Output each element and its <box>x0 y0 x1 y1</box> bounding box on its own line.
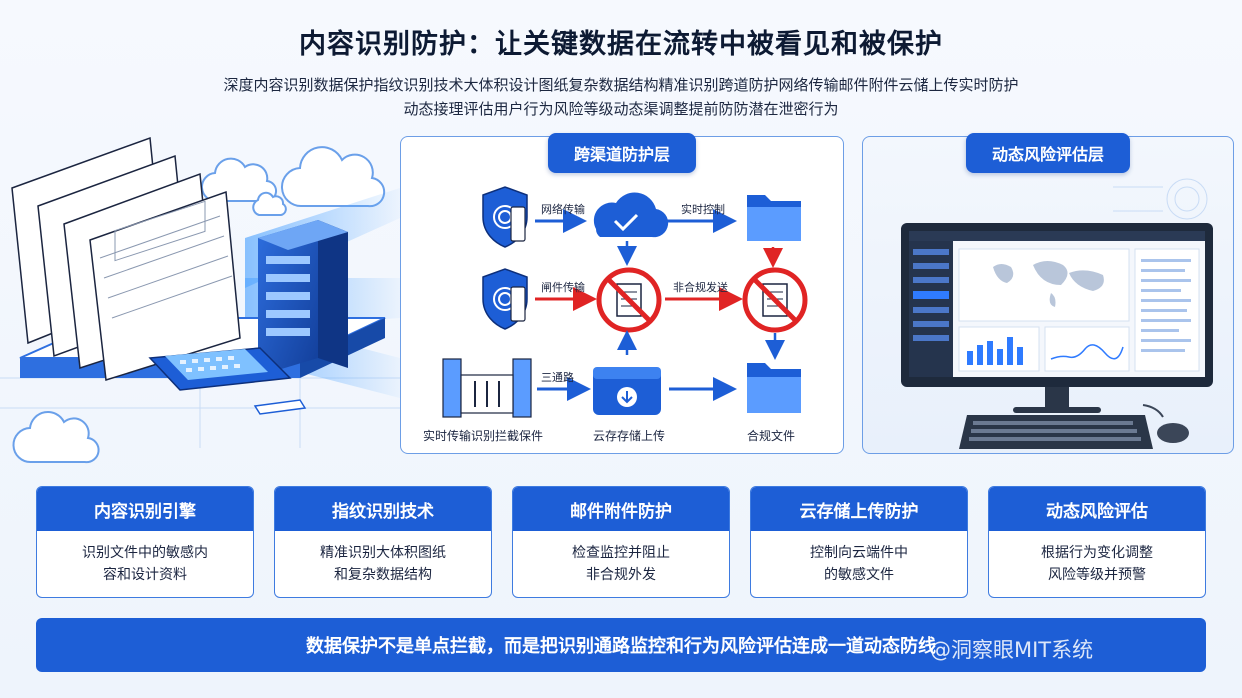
server-icon <box>258 220 348 376</box>
gateway-icon <box>442 358 532 418</box>
caption: 云存存储上传 <box>593 429 666 443</box>
card-text: 精准识别大体积图纸 <box>320 545 446 561</box>
card-text: 根据行为变化调整 <box>1041 545 1153 561</box>
left-illustration <box>0 128 400 478</box>
card-title: 指纹识别技术 <box>275 487 491 531</box>
feature-card: 内容识别引擎 识别文件中的敏感内容和设计资料 <box>36 486 254 598</box>
card-title: 云存储上传防护 <box>751 487 967 531</box>
feature-cards: 内容识别引擎 识别文件中的敏感内容和设计资料 指纹识别技术 精准识别大体积图纸和… <box>36 486 1206 598</box>
card-text: 和复杂数据结构 <box>334 567 432 583</box>
monitor-icon <box>901 223 1213 413</box>
feature-card: 动态风险评估 根据行为变化调整风险等级并预警 <box>988 486 1206 598</box>
chip-icon <box>148 347 307 415</box>
flow-label: 三通路 <box>541 371 574 384</box>
card-text: 识别文件中的敏感内 <box>82 545 208 561</box>
cross-channel-panel: 跨渠道防护层 <box>400 133 844 454</box>
flow-label: 闸件传输 <box>541 281 585 294</box>
cloud-check-icon <box>593 192 669 238</box>
cross-channel-tag: 跨渠道防护层 <box>547 133 697 173</box>
blocked-document-icon <box>742 267 808 333</box>
mouse-icon <box>1142 404 1189 443</box>
caption: 合规文件 <box>747 429 796 443</box>
dynamic-risk-panel: 动态风险评估层 <box>862 133 1234 454</box>
caption: 实时传输识别拦截保件 <box>423 429 544 443</box>
folder-icon <box>747 195 801 241</box>
keyboard-icon <box>959 415 1153 449</box>
card-text: 风险等级并预警 <box>1048 567 1146 583</box>
subtitle-line-2: 动态接理评估用户行为风险等级动态渠调整提前防防潜在泄密行为 <box>403 100 839 118</box>
shield-fingerprint-icon <box>482 268 528 330</box>
card-text: 检查监控并阻止 <box>572 545 670 561</box>
card-text: 控制向云端件中 <box>810 545 908 561</box>
card-text: 非合规外发 <box>586 567 656 583</box>
shield-fingerprint-icon <box>482 186 528 248</box>
card-title: 邮件附件防护 <box>513 487 729 531</box>
cloud-icon <box>12 146 386 464</box>
flow-label: 实时控制 <box>681 203 725 216</box>
card-title: 动态风险评估 <box>989 487 1205 531</box>
cloud-upload-box-icon <box>593 367 661 415</box>
feature-card: 邮件附件防护 检查监控并阻止非合规外发 <box>512 486 730 598</box>
subtitle-line-1: 深度内容识别数据保护指纹识别技术大体积设计图纸复杂数据结构精准识别跨道防护网络传… <box>223 76 1019 94</box>
card-text: 的敏感文件 <box>824 567 894 583</box>
watermark: @洞察眼MIT系统 <box>930 638 1094 662</box>
feature-card: 云存储上传防护 控制向云端件中的敏感文件 <box>750 486 968 598</box>
document-stack <box>11 136 241 381</box>
folder-icon <box>747 363 801 413</box>
card-text: 容和设计资料 <box>103 567 187 583</box>
page-title: 内容识别防护：让关键数据在流转中被看见和被保护 <box>299 29 943 60</box>
flow-label: 网络传输 <box>541 203 585 216</box>
dynamic-risk-tag: 动态风险评估层 <box>965 133 1131 173</box>
banner-text: 数据保护不是单点拦截，而是把识别通路监控和行为风险评估连成一道动态防线 <box>306 636 936 657</box>
blocked-document-icon <box>596 267 662 333</box>
feature-card: 指纹识别技术 精准识别大体积图纸和复杂数据结构 <box>274 486 492 598</box>
flow-label: 非合规发送 <box>673 281 728 294</box>
summary-banner: 数据保护不是单点拦截，而是把识别通路监控和行为风险评估连成一道动态防线 <box>36 618 1206 672</box>
card-title: 内容识别引擎 <box>37 487 253 531</box>
